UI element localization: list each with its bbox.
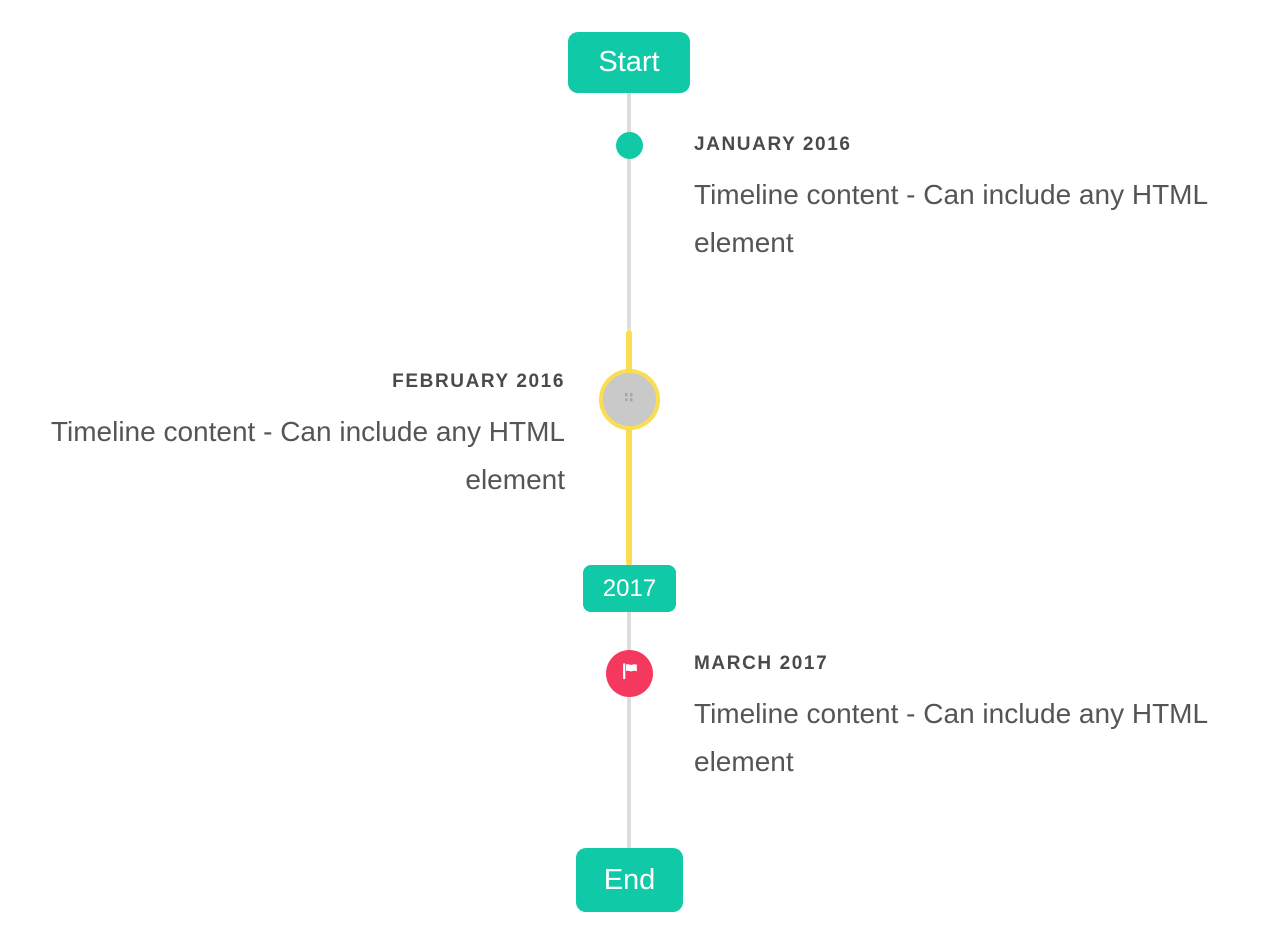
timeline-dot-marker xyxy=(616,132,643,159)
entry-content: Timeline content - Can include any HTML … xyxy=(694,698,1208,777)
flag-icon xyxy=(618,659,642,688)
broken-image-icon xyxy=(622,391,637,409)
entry-title: MARCH 2017 xyxy=(694,653,829,674)
entry-title: JANUARY 2016 xyxy=(694,134,852,155)
timeline-image-marker xyxy=(599,369,660,430)
start-badge[interactable]: Start xyxy=(568,32,690,93)
timeline-entry-january-2016: JANUARY 2016 Timeline content - Can incl… xyxy=(694,133,1239,267)
entry-content: Timeline content - Can include any HTML … xyxy=(50,416,565,495)
end-badge[interactable]: End xyxy=(576,848,683,912)
entry-content: Timeline content - Can include any HTML … xyxy=(694,179,1208,258)
timeline-line-highlighted xyxy=(626,330,632,566)
year-2017-badge[interactable]: 2017 xyxy=(583,565,676,612)
timeline-entry-february-2016: FEBRUARY 2016 Timeline content - Can inc… xyxy=(20,370,565,504)
timeline-line-bottom xyxy=(627,611,631,850)
timeline-flag-marker xyxy=(606,650,653,697)
timeline-entry-march-2017: MARCH 2017 Timeline content - Can includ… xyxy=(694,652,1239,786)
entry-title: FEBRUARY 2016 xyxy=(392,371,565,392)
timeline-line-top xyxy=(627,92,631,330)
